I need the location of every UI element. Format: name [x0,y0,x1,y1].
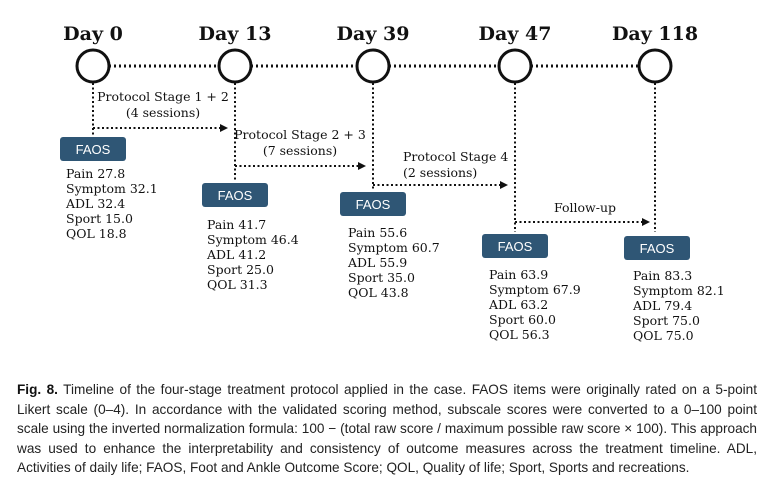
figure-label: Fig. 8. [17,382,58,397]
day-label-39: Day 39 [337,23,410,45]
stage-2-title: Protocol Stage 2 + 3 [234,127,366,142]
faos-box-day0: FAOS [60,137,126,161]
score-sport: Sport 60.0 [489,312,556,327]
faos-label-118: FAOS [640,241,675,256]
score-symptom: Symptom 60.7 [348,240,440,255]
stage-2-sessions: (7 sessions) [263,143,337,158]
day-label-13: Day 13 [199,23,272,45]
faos-label-0: FAOS [76,142,111,157]
faos-box-day118: FAOS [624,236,690,260]
score-qol: QOL 18.8 [66,226,127,241]
score-symptom: Symptom 32.1 [66,181,158,196]
faos-label-47: FAOS [498,239,533,254]
scores-day13: Pain 41.7 Symptom 46.4 ADL 41.2 Sport 25… [206,217,299,292]
stage-3-title: Protocol Stage 4 [403,149,508,164]
score-pain: Pain 63.9 [489,267,548,282]
score-pain: Pain 41.7 [207,217,266,232]
scores-day0: Pain 27.8 Symptom 32.1 ADL 32.4 Sport 15… [65,166,158,241]
score-qol: QOL 31.3 [207,277,268,292]
score-qol: QOL 56.3 [489,327,550,342]
score-pain: Pain 27.8 [66,166,125,181]
faos-box-day47: FAOS [482,234,548,258]
scores-day118: Pain 83.3 Symptom 82.1 ADL 79.4 Sport 75… [632,268,725,343]
score-symptom: Symptom 46.4 [207,232,299,247]
day-circle-13 [217,48,253,84]
stage-1-title: Protocol Stage 1 + 2 [97,89,229,104]
day-circle-39 [355,48,391,84]
score-symptom: Symptom 82.1 [633,283,725,298]
score-qol: QOL 43.8 [348,285,409,300]
score-adl: ADL 41.2 [206,247,266,262]
caption-text: Timeline of the four-stage treatment pro… [17,382,757,475]
scores-day39: Pain 55.6 Symptom 60.7 ADL 55.9 Sport 35… [347,225,440,300]
score-adl: ADL 55.9 [347,255,407,270]
score-pain: Pain 55.6 [348,225,407,240]
timeline-diagram: Day 0 Day 13 Day 39 Day 47 Day 118 Proto… [60,23,725,343]
day-circle-0 [75,48,111,84]
figure-caption: Fig. 8. Timeline of the four-stage treat… [17,380,757,478]
score-adl: ADL 79.4 [632,298,692,313]
day-label-0: Day 0 [63,23,123,45]
score-adl: ADL 63.2 [488,297,548,312]
score-sport: Sport 75.0 [633,313,700,328]
score-symptom: Symptom 67.9 [489,282,581,297]
score-adl: ADL 32.4 [65,196,125,211]
faos-label-13: FAOS [218,188,253,203]
score-sport: Sport 35.0 [348,270,415,285]
faos-box-day13: FAOS [202,183,268,207]
faos-label-39: FAOS [356,197,391,212]
day-label-118: Day 118 [612,23,698,45]
followup-label: Follow-up [554,200,616,215]
day-label-47: Day 47 [479,23,552,45]
stage-1-sessions: (4 sessions) [126,105,200,120]
scores-day47: Pain 63.9 Symptom 67.9 ADL 63.2 Sport 60… [488,267,581,342]
score-qol: QOL 75.0 [633,328,694,343]
day-circle-118 [637,48,673,84]
score-sport: Sport 25.0 [207,262,274,277]
score-pain: Pain 83.3 [633,268,692,283]
stage-3-sessions: (2 sessions) [403,165,477,180]
day-circle-47 [497,48,533,84]
faos-box-day39: FAOS [340,192,406,216]
score-sport: Sport 15.0 [66,211,133,226]
